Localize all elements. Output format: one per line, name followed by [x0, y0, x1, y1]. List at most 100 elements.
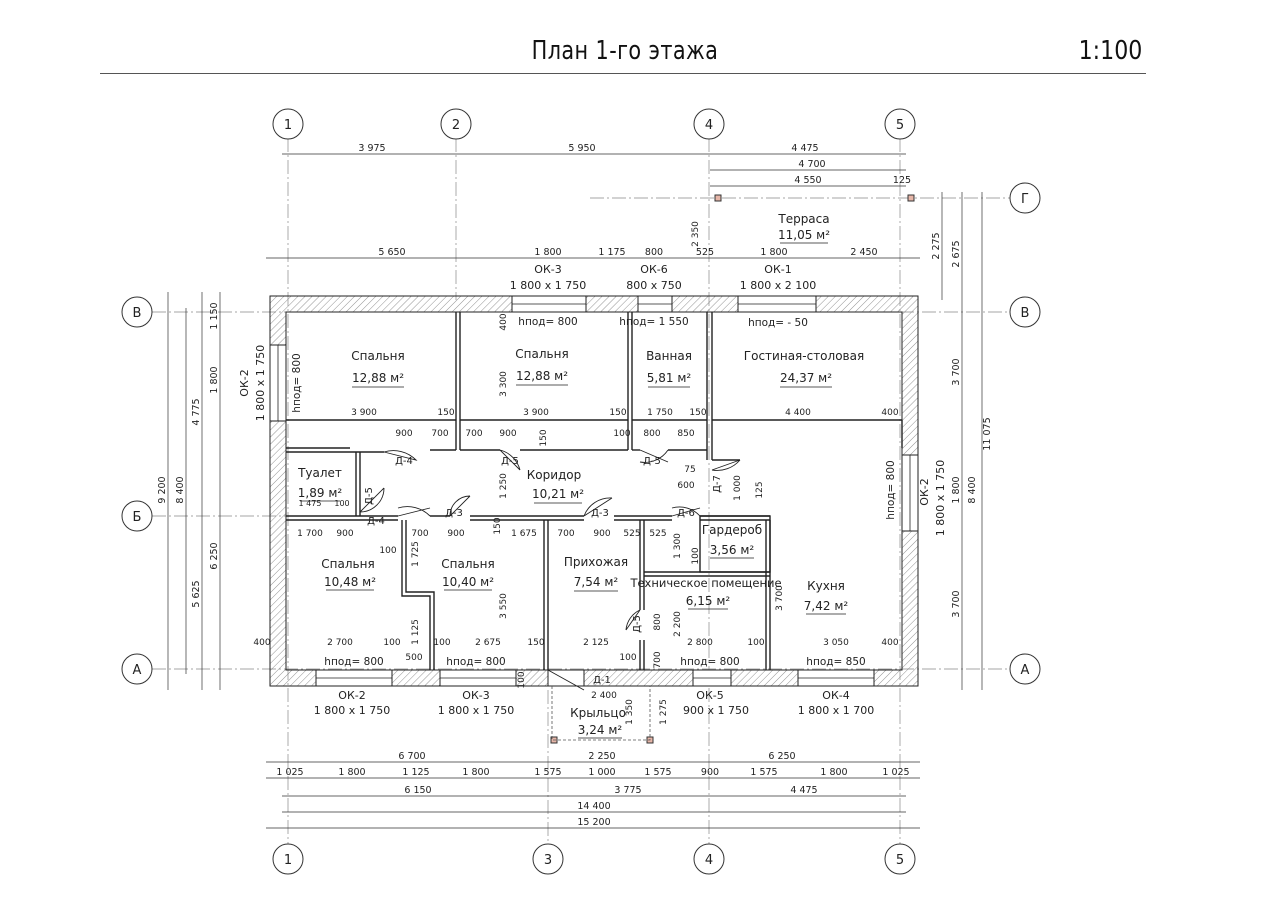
dim-text: 3 700 — [951, 590, 962, 617]
door-d5-toilet — [359, 487, 385, 513]
porch-outline — [551, 686, 651, 741]
dim-text: 400 — [253, 638, 270, 648]
door-label: Д-7 — [712, 475, 723, 493]
dim-text: 8 400 — [175, 476, 186, 503]
axis-bubble-bottom-5 — [884, 843, 916, 875]
dim-text: 5 950 — [568, 143, 595, 154]
dim-text: 900 — [701, 767, 719, 778]
dim-text: 1 800 — [951, 476, 962, 503]
dimension-lines — [167, 153, 983, 829]
door-d3-right — [583, 497, 613, 517]
dim-text: 3 975 — [358, 143, 385, 154]
door-d4-left — [383, 450, 418, 461]
window-size: 1 800 х 1 750 — [510, 279, 586, 292]
dim-text: 3 775 — [614, 785, 641, 796]
dim-text: 2 700 — [327, 638, 353, 648]
dim-text: 525 — [649, 529, 666, 539]
dim-text: 2 275 — [931, 232, 942, 259]
svg-text:3,56 м²: 3,56 м² — [710, 543, 755, 557]
dim-text: 75 — [684, 465, 695, 475]
window-size: 1 800 х 1 700 — [798, 704, 874, 717]
dim-text: 2 675 — [951, 240, 962, 267]
dim-text: 1 800 — [338, 767, 365, 778]
dim-texts-top: 3 975 5 950 4 475 4 700 4 550 125 5 650 … — [358, 143, 911, 258]
door-label: Д-3 — [591, 508, 609, 519]
door-label: Д-6 — [677, 508, 695, 519]
svg-text:7,42 м²: 7,42 м² — [804, 599, 849, 613]
door-label: Д-4 — [367, 516, 385, 527]
dim-text: 900 — [395, 429, 412, 439]
dim-text: 800 — [643, 429, 660, 439]
dim-text: 3 900 — [523, 408, 549, 418]
svg-text:Терраса: Терраса — [777, 212, 829, 226]
dim-text: 3 900 — [351, 408, 377, 418]
window-sill: hпод= 800 — [291, 353, 303, 412]
window-mark: ОК-2 — [238, 369, 251, 396]
door-d1 — [547, 669, 585, 691]
svg-text:Гостиная-столовая: Гостиная-столовая — [744, 349, 864, 363]
door-label: Д-1 — [593, 675, 611, 686]
dim-text: 6 250 — [209, 542, 220, 569]
dim-text: 100 — [433, 638, 450, 648]
door-d3-corridor — [449, 495, 471, 517]
room-labels: Спальня 12,88 м² Спальня 12,88 м² Ванная… — [297, 212, 864, 739]
room-bedroom-3: Спальня 10,48 м² — [321, 557, 376, 591]
room-terrace: Терраса 11,05 м² — [777, 212, 830, 244]
dim-text: 1 800 — [209, 366, 220, 393]
dim-text: 1 750 — [647, 408, 673, 418]
window-mark: ОК-4 — [822, 689, 849, 702]
window-mark: ОК-2 — [918, 478, 931, 505]
dim-text: 3 300 — [499, 371, 509, 397]
axis-bubble-left-a — [121, 653, 153, 685]
axis-bubble-bottom-1 — [272, 843, 304, 875]
dim-text: 4 775 — [191, 398, 202, 425]
dim-text: 4 700 — [798, 159, 825, 170]
dim-text: 2 450 — [850, 247, 877, 258]
dim-text: 6 700 — [398, 751, 425, 762]
window-glazing-lines — [277, 303, 911, 679]
window-labels-top: ОК-3 1 800 х 1 750 hпод= 800 ОК-6 800 х … — [510, 263, 816, 329]
axis-bubble-right-g — [1009, 182, 1041, 214]
door-d5-left — [499, 449, 521, 471]
axis-label: 2 — [452, 118, 460, 133]
axis-markers — [121, 108, 1041, 875]
dim-text: 100 — [383, 638, 400, 648]
dim-text: 100 — [379, 546, 396, 556]
dim-text: 125 — [755, 481, 765, 498]
dim-text: 1 000 — [733, 475, 743, 501]
room-technical: Техническое помещение 6,15 м² — [629, 576, 782, 610]
door-swings — [359, 449, 741, 691]
svg-text:7,54 м²: 7,54 м² — [574, 575, 619, 589]
dim-text: 5 650 — [378, 247, 405, 258]
dim-text: 1 125 — [411, 619, 421, 645]
window-sill: hпод= 800 — [885, 460, 897, 519]
axis-label: 1 — [284, 853, 292, 868]
axis-label: А — [1021, 663, 1030, 678]
dim-text: 1 675 — [511, 529, 537, 539]
axis-bubble-left-v — [121, 296, 153, 328]
axis-label: В — [133, 306, 142, 321]
dim-text: 1 475 — [299, 499, 322, 508]
window-sill: hпод= 800 — [324, 656, 383, 668]
axis-label: 4 — [705, 118, 713, 133]
dim-text: 150 — [437, 408, 454, 418]
dim-text: 4 400 — [785, 408, 811, 418]
dim-text: 6 250 — [768, 751, 795, 762]
svg-text:Спальня: Спальня — [515, 347, 568, 361]
axis-bubble-bottom-4 — [693, 843, 725, 875]
door-label: Д-5 — [364, 487, 375, 505]
dim-text: 400 — [499, 313, 509, 330]
svg-text:Гардероб: Гардероб — [702, 523, 762, 537]
dim-text: 900 — [593, 529, 610, 539]
room-toilet: Туалет 1,89 м² — [297, 466, 342, 502]
room-bathroom: Ванная 5,81 м² — [646, 349, 692, 388]
dim-text: 1 800 — [820, 767, 847, 778]
dim-text: 525 — [623, 529, 640, 539]
inner-dim-texts: 3 900 150 3 900 150 1 750 150 4 400 400 … — [253, 221, 898, 725]
dim-text: 100 — [619, 653, 636, 663]
dim-text: 4 550 — [794, 175, 821, 186]
dim-text: 100 — [691, 547, 701, 564]
dim-text: 150 — [689, 408, 706, 418]
axis-label: А — [133, 663, 142, 678]
